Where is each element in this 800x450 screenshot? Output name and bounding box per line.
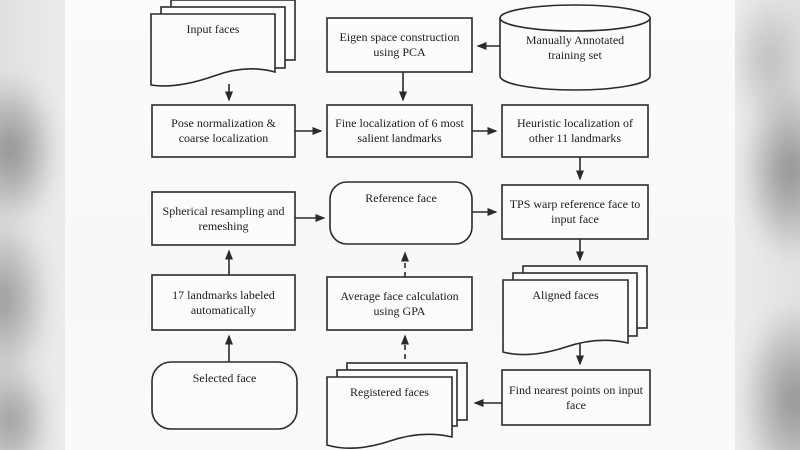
node-label-find-nearest: Find nearest points on input face [509,382,643,412]
node-shape-training-set [499,4,651,91]
node-shape-input-faces [150,0,296,87]
node-label-spherical-resampling: Spherical resampling and remeshing [162,203,285,233]
node-label-tps-warp: TPS warp reference face to input face [509,197,641,226]
node-label-landmarks-17: 17 landmarks labeled automatically [172,287,275,317]
node-label-selected-face: Selected face [192,371,257,385]
node-label-pose-normalization: Pose normalization & coarse localization [171,116,276,145]
node-label-registered-faces: Registered faces [350,385,429,399]
node-label-fine-localization: Fine localization of 6 most salient land… [335,116,464,145]
node-shape-landmarks-17 [151,274,296,331]
node-label-training-set: Manually Annotated training set [525,33,625,62]
node-label-average-face: Average face calculation using GPA [340,288,459,318]
node-shape-aligned-faces [502,265,648,356]
node-shape-eigen-space [326,17,473,73]
node-shape-tps-warp [501,184,649,240]
node-shape-reference-face [329,181,473,245]
node-shape-find-nearest [501,369,651,426]
node-shape-average-face [326,276,473,331]
node-shape-heuristic-localization [501,104,649,158]
node-shape-selected-face [151,361,298,430]
node-shape-registered-faces [326,362,468,449]
node-shape-spherical-resampling [151,191,296,246]
node-label-reference-face: Reference face [365,191,437,205]
node-label-heuristic-localization: Heuristic localization of other 11 landm… [517,116,633,145]
node-label-aligned-faces: Aligned faces [532,288,599,302]
node-label-eigen-space: Eigen space construction using PCA [339,30,460,59]
node-label-input-faces: Input faces [186,22,240,36]
